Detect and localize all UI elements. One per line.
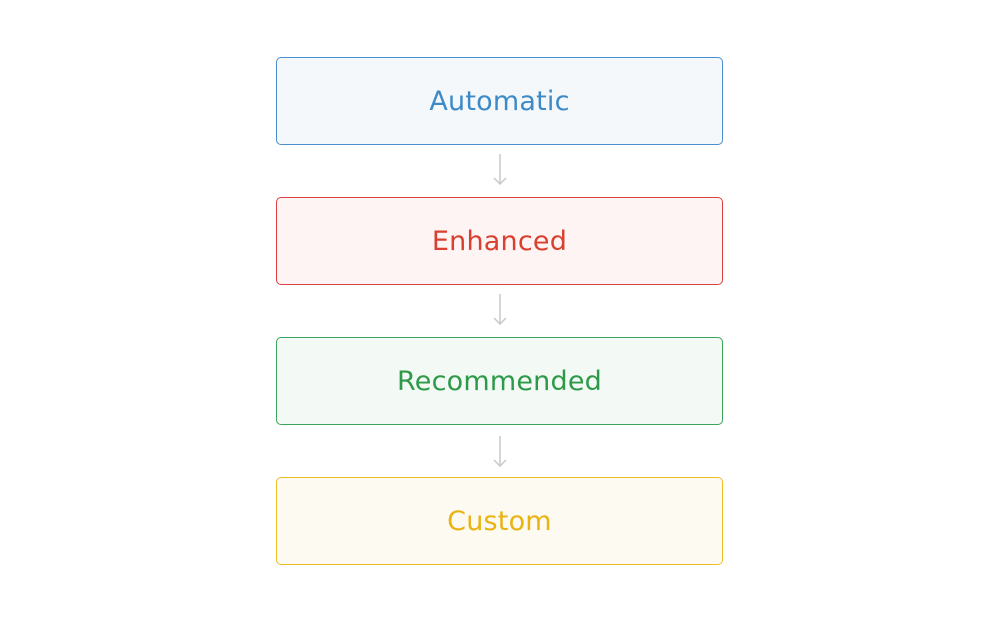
step-enhanced-box: Enhanced xyxy=(276,197,723,285)
down-arrow-icon xyxy=(490,293,510,327)
step-automatic-label: Automatic xyxy=(429,85,570,117)
down-arrow-icon xyxy=(490,435,510,469)
step-custom-box: Custom xyxy=(276,477,723,565)
step-automatic-box: Automatic xyxy=(276,57,723,145)
step-enhanced-label: Enhanced xyxy=(431,225,568,257)
step-recommended-box: Recommended xyxy=(276,337,723,425)
step-custom-label: Custom xyxy=(447,505,552,537)
step-recommended-label: Recommended xyxy=(397,365,602,397)
down-arrow-icon xyxy=(490,153,510,187)
